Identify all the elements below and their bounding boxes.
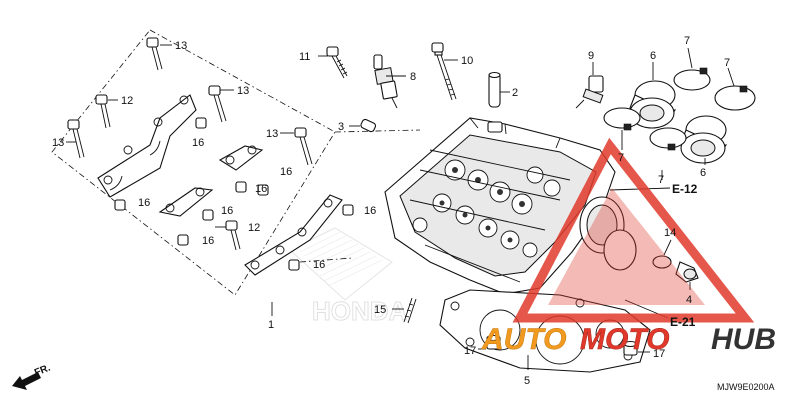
clamp-7-lower-right <box>649 127 687 151</box>
honda-watermark-logo: HONDA <box>289 227 408 327</box>
bolt-12-upper <box>95 94 111 129</box>
callout-3: 3 <box>338 121 344 133</box>
watermark-triangle-inner <box>548 188 705 305</box>
callout-11: 11 <box>299 51 310 63</box>
cam-holder-middle-left <box>158 187 214 217</box>
automotohub-watermark: AUTO MOTO HUB <box>481 137 776 356</box>
front-arrow-icon <box>12 372 41 390</box>
dowel-pin-2 <box>488 71 501 108</box>
drawing-code: MJW9E0200A <box>717 382 775 392</box>
honda-watermark-text: HONDA <box>312 296 408 326</box>
watermark-triangle-outer <box>512 137 755 323</box>
callout-13-top: 13 <box>175 40 187 52</box>
callout-13-right: 13 <box>266 128 278 140</box>
reference-e-12: E-12 <box>672 182 698 196</box>
o-ring-14 <box>652 255 672 269</box>
clamp-7-upper-right <box>714 85 756 111</box>
callout-7-mid: 7 <box>658 174 664 186</box>
spark-plug <box>373 54 398 109</box>
callout-12-lower: 12 <box>248 222 260 234</box>
callout-5: 5 <box>524 375 530 387</box>
callout-8: 8 <box>410 71 416 83</box>
callout-16-f: 16 <box>364 205 376 217</box>
callout-17-left: 17 <box>464 345 476 357</box>
bolt-13-right <box>294 127 313 166</box>
callout-16-d: 16 <box>202 235 214 247</box>
front-direction-label: FR. <box>33 362 52 378</box>
callout-16-e: 16 <box>280 166 292 178</box>
callout-6-lower: 6 <box>700 167 706 179</box>
cam-holder-group-boundary <box>51 29 421 296</box>
cam-holder-lower <box>244 194 343 276</box>
bolt-13-left <box>67 119 85 159</box>
watermark-brand-hub: HUB <box>711 323 776 356</box>
bolt-13-top <box>146 37 163 71</box>
callout-15: 15 <box>374 304 386 316</box>
callout-2: 2 <box>512 87 518 99</box>
cam-holder-upper <box>97 94 197 198</box>
callout-9: 9 <box>588 50 594 62</box>
callout-14: 14 <box>664 227 676 239</box>
callout-16-a: 16 <box>192 137 204 149</box>
intake-insulator-upper <box>629 80 677 129</box>
bolt-13-mid <box>208 85 227 123</box>
callout-1: 1 <box>268 319 274 331</box>
callout-7-top-2: 7 <box>724 57 730 69</box>
dowel-16-set <box>114 117 354 271</box>
dowel-17-left <box>486 334 501 350</box>
front-direction-indicator: FR. <box>12 362 52 390</box>
stud-15 <box>403 297 417 324</box>
callout-13-left: 13 <box>52 137 64 149</box>
cam-holder-middle-right <box>218 145 264 171</box>
callout-17-right: 17 <box>653 348 665 360</box>
callout-12-upper: 12 <box>121 95 133 107</box>
callout-13-mid: 13 <box>237 85 249 97</box>
watermark-brand-auto: AUTO <box>481 323 566 356</box>
bolt-11 <box>326 46 348 79</box>
clamp-7-lower-left <box>603 107 641 131</box>
callout-4: 4 <box>686 294 692 306</box>
dowel-17-right <box>623 340 638 356</box>
callout-16-h: 16 <box>255 183 267 195</box>
pin-3 <box>360 118 377 133</box>
callout-7-left: 7 <box>618 152 624 164</box>
sensor-9 <box>575 75 604 109</box>
callout-16-c: 16 <box>221 205 233 217</box>
watermark-brand-moto: MOTO <box>580 323 669 356</box>
clamp-7-upper-left <box>673 67 711 91</box>
callout-16-g: 16 <box>313 259 325 271</box>
reference-e-21: E-21 <box>670 315 696 329</box>
callout-16-b: 16 <box>138 197 150 209</box>
bolt-10 <box>431 42 457 101</box>
callout-labels: 1 2 3 4 5 6 6 7 7 7 7 8 9 10 11 12 12 13… <box>52 35 730 387</box>
bolt-12-lower <box>225 220 241 251</box>
intake-insulator-lower <box>680 115 728 164</box>
callout-6-upper: 6 <box>650 50 656 62</box>
plug-4 <box>675 261 699 283</box>
callout-7-top-1: 7 <box>684 35 690 47</box>
callout-10: 10 <box>461 55 473 67</box>
